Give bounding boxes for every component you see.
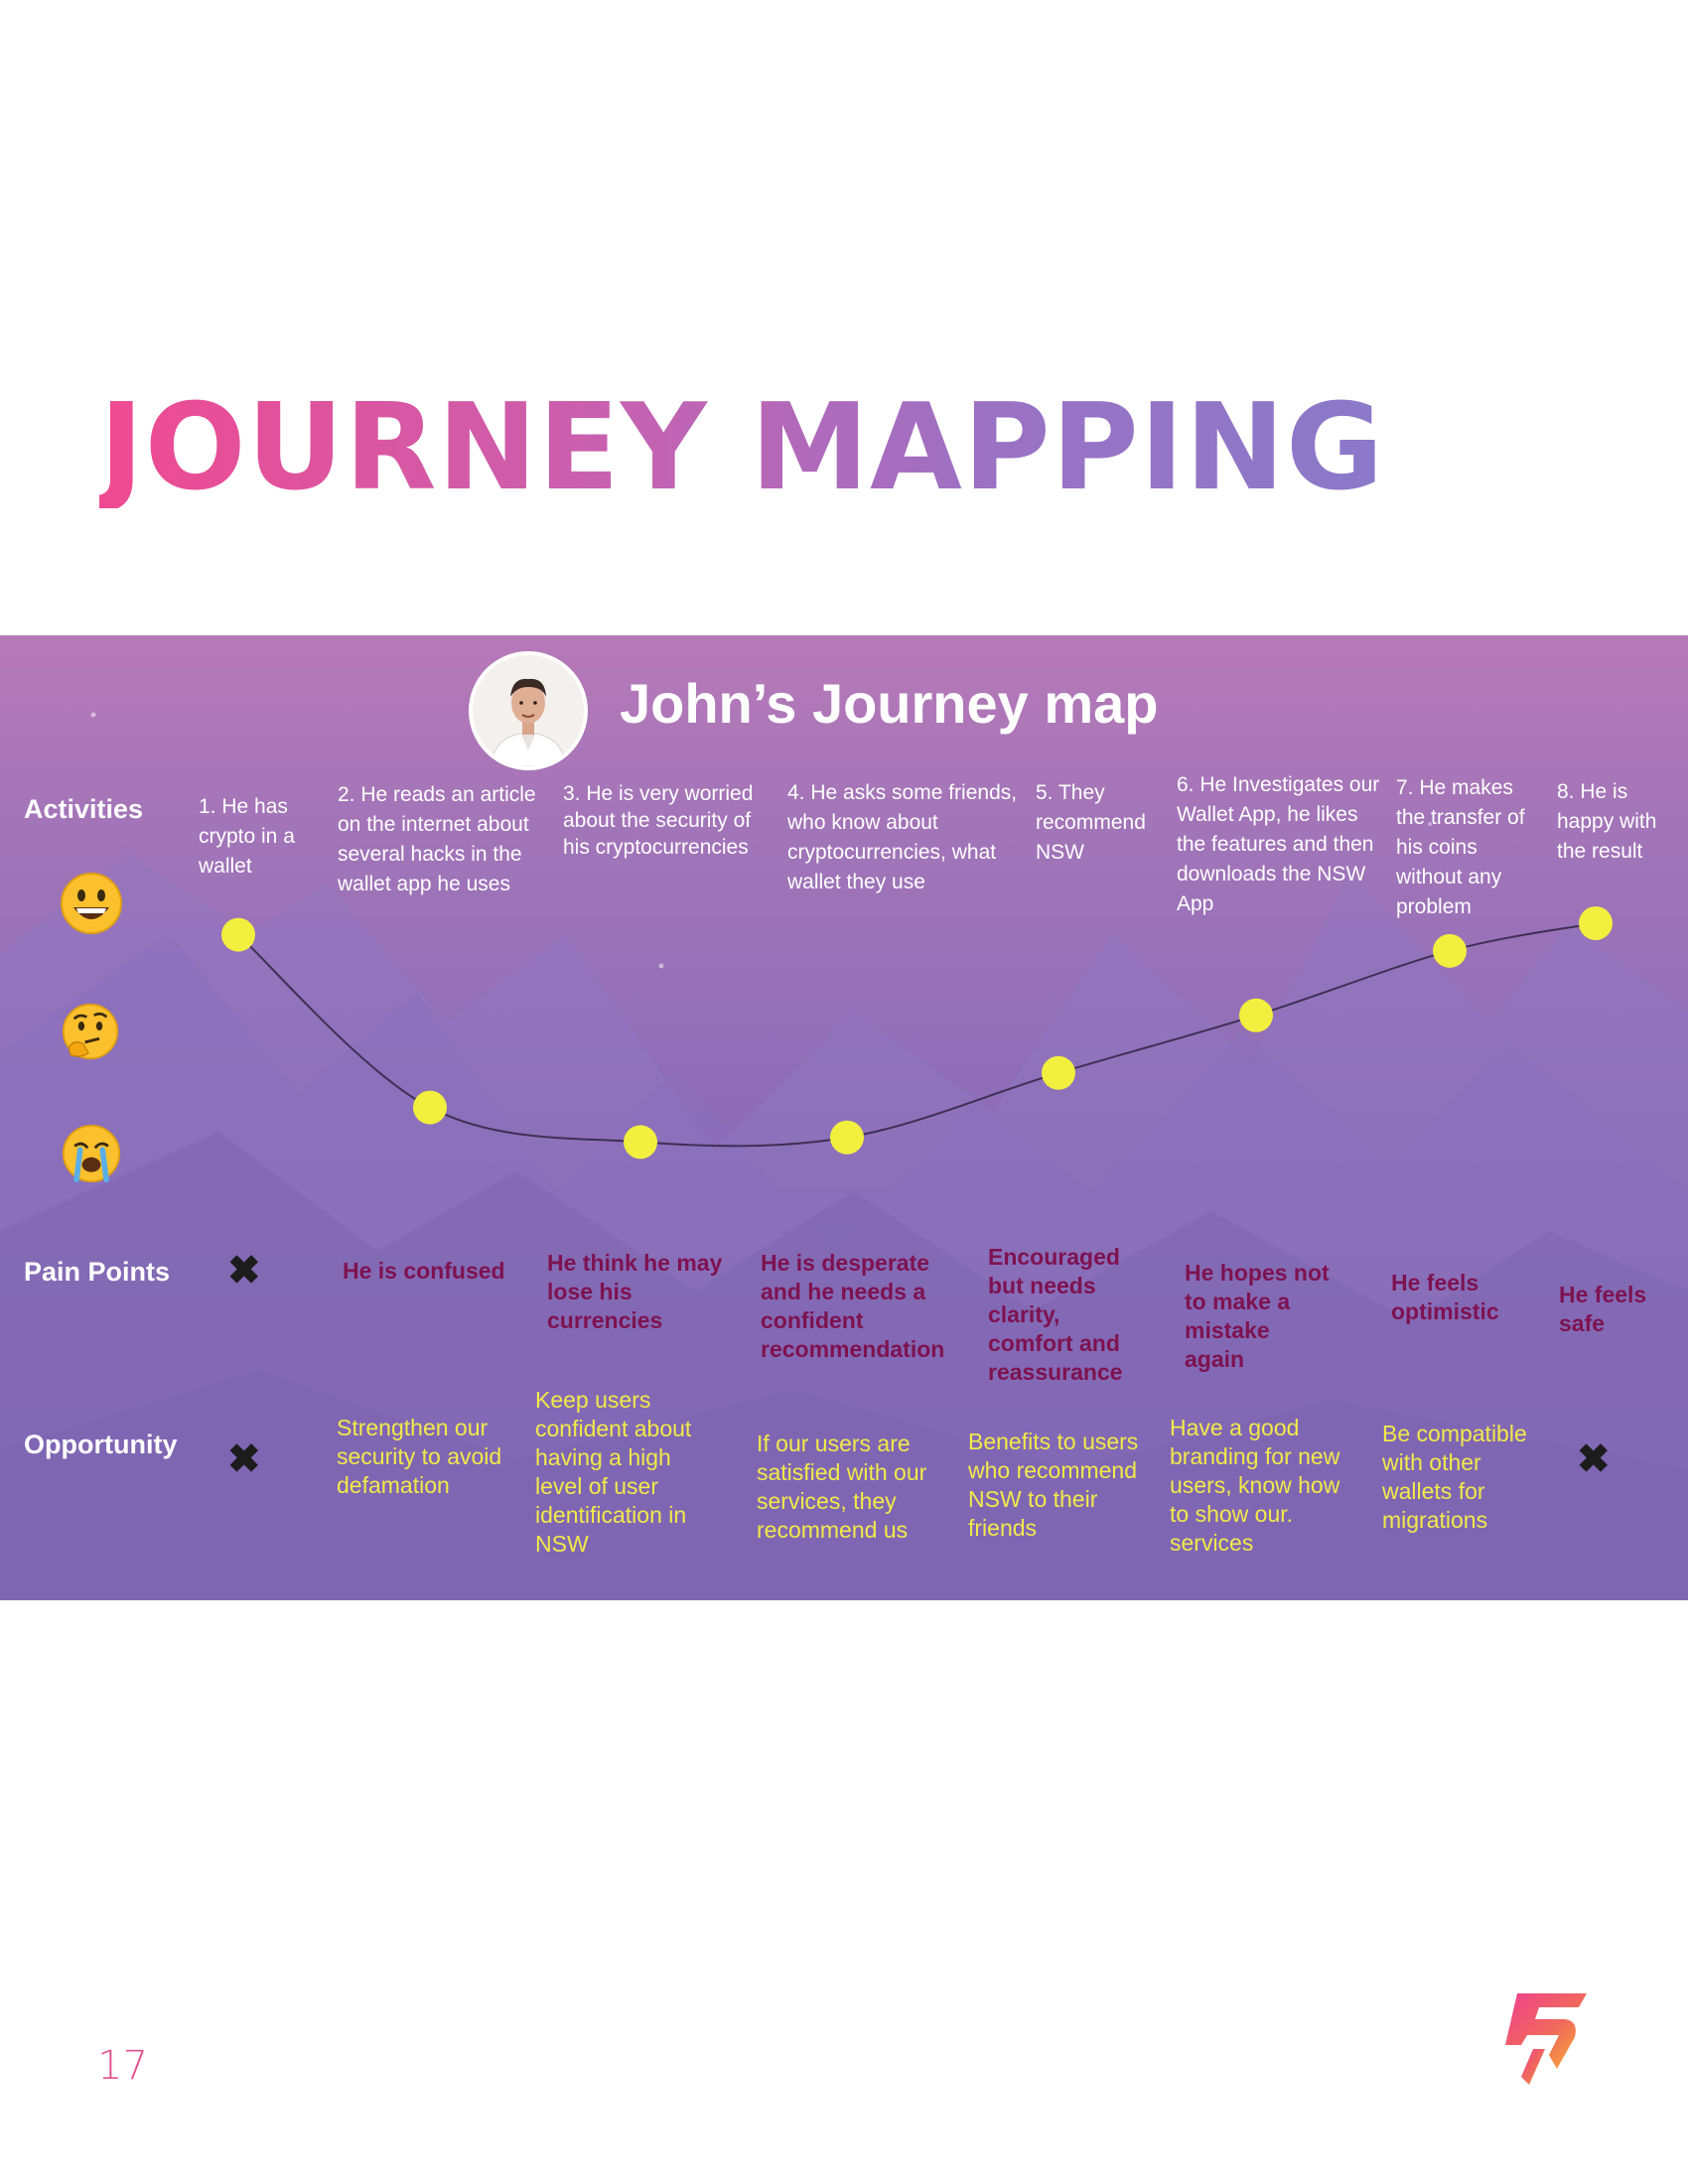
journey-point-2 [413, 1090, 447, 1125]
journey-point-1 [221, 917, 255, 952]
mountain-background [0, 712, 1688, 1600]
journey-map-title: John’s Journey map [620, 672, 1159, 735]
pain-point-3: He think he may lose his currencies [547, 1250, 723, 1333]
pain-point-5: Encouraged but needs clarity, comfort an… [988, 1244, 1123, 1385]
journey-point-8 [1579, 906, 1613, 940]
brand-logo-icon [1505, 1993, 1587, 2085]
pain-point-7: He feels optimistic [1391, 1270, 1499, 1324]
journey-point-5 [1042, 1055, 1075, 1090]
row-label-activities: Activities [24, 794, 144, 824]
activity-3: 3. He is very worried about the security… [563, 782, 754, 859]
x-icon: ✖ [227, 1249, 261, 1293]
opportunity-7: Be compatible with other wallets for mig… [1382, 1421, 1527, 1533]
row-label-opportunity: Opportunity [24, 1430, 178, 1459]
pain-point-4: He is desperate and he needs a confident… [761, 1250, 945, 1362]
journey-point-4 [830, 1120, 864, 1155]
journey-point-7 [1433, 933, 1467, 968]
page-number: 17 [97, 2043, 148, 2089]
row-label-pain-points: Pain Points [24, 1257, 171, 1287]
grinning-face-icon [61, 873, 122, 934]
page-title: JOURNEY MAPPING [99, 379, 1385, 517]
activity-7: 7. He makes the transfer of his coins wi… [1396, 776, 1525, 918]
opportunity-5: Benefits to users who recommend NSW to t… [968, 1429, 1139, 1541]
activity-5: 5. They recommend NSW [1036, 781, 1146, 864]
thinking-face-icon [62, 1003, 119, 1060]
journey-map: John’s Journey map Activities Pain Point… [0, 635, 1688, 1600]
opportunity-6: Have a good branding for new users, know… [1170, 1415, 1340, 1556]
opportunity-3: Keep users confident about having a high… [535, 1387, 692, 1557]
activity-1: 1. He has crypto in a wallet [199, 795, 295, 878]
pain-point-2: He is confused [343, 1258, 505, 1284]
journey-point-6 [1239, 998, 1273, 1032]
opportunity-4: If our users are satisfied with our serv… [757, 1431, 927, 1543]
x-icon: ✖ [227, 1437, 261, 1481]
activity-2: 2. He reads an article on the internet a… [338, 783, 536, 895]
journey-point-3 [624, 1125, 657, 1160]
crying-face-icon [62, 1124, 121, 1183]
activity-6: 6. He Investigates our Wallet App, he li… [1177, 773, 1380, 915]
opportunity-2: Strengthen our security to avoid defamat… [337, 1415, 502, 1498]
pain-point-8: He feels safe [1559, 1282, 1647, 1336]
pain-point-6: He hopes not to make a mistake again [1185, 1260, 1330, 1372]
activity-4: 4. He asks some friends, who know about … [787, 781, 1018, 893]
activity-8: 8. He is happy with the result [1557, 780, 1657, 863]
x-icon: ✖ [1577, 1437, 1611, 1481]
avatar [469, 651, 588, 770]
